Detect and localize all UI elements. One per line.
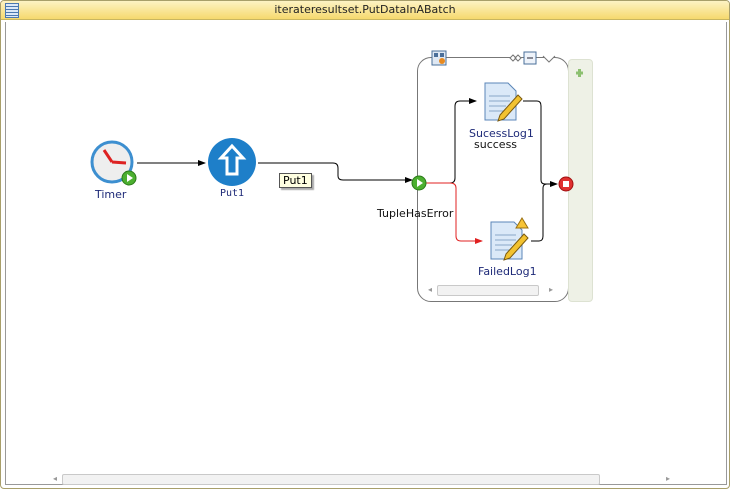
- upload-arrow-icon[interactable]: [208, 138, 256, 186]
- scroll-right-icon[interactable]: ▸: [666, 474, 671, 483]
- clock-icon[interactable]: [90, 140, 137, 186]
- collapse-icon[interactable]: [523, 51, 537, 65]
- start-play-icon[interactable]: [411, 175, 427, 191]
- stop-icon[interactable]: [558, 176, 574, 192]
- horizontal-scrollbar[interactable]: [62, 474, 600, 485]
- group-scroll-right-icon[interactable]: ▸: [549, 285, 554, 294]
- group-scroll-left-icon[interactable]: ◂: [428, 285, 433, 294]
- link-success-end[interactable]: [523, 100, 558, 187]
- group-horizontal-scrollbar[interactable]: [437, 285, 539, 296]
- dropdown-chevron-icon[interactable]: [542, 55, 556, 63]
- group-type-icon[interactable]: [431, 50, 447, 66]
- window-title: iterateresultset.PutDataInABatch: [274, 3, 456, 16]
- success-port-label: success: [474, 138, 518, 151]
- log-pencil-warning-icon[interactable]: [490, 217, 529, 261]
- log-pencil-icon[interactable]: [484, 82, 523, 122]
- failed-log-label: FailedLog1: [478, 265, 537, 278]
- tooltip: Put1: [279, 173, 312, 188]
- scroll-left-icon[interactable]: ◂: [53, 474, 58, 483]
- link-failed-end[interactable]: [531, 183, 557, 242]
- timer-label: Timer: [95, 188, 127, 201]
- link-tuple-failed[interactable]: [426, 182, 483, 244]
- tuple-label: TupleHasError: [377, 207, 454, 220]
- link-tuple-success[interactable]: [426, 98, 477, 184]
- link-put-tuple[interactable]: [258, 162, 413, 183]
- success-log-label: SucessLog1: [469, 127, 534, 140]
- link-connector-icon[interactable]: [509, 54, 522, 62]
- add-icon[interactable]: [576, 69, 583, 77]
- put-label: Put1: [220, 188, 245, 199]
- title-bar: iterateresultset.PutDataInABatch: [1, 1, 729, 20]
- table-icon: [5, 3, 19, 18]
